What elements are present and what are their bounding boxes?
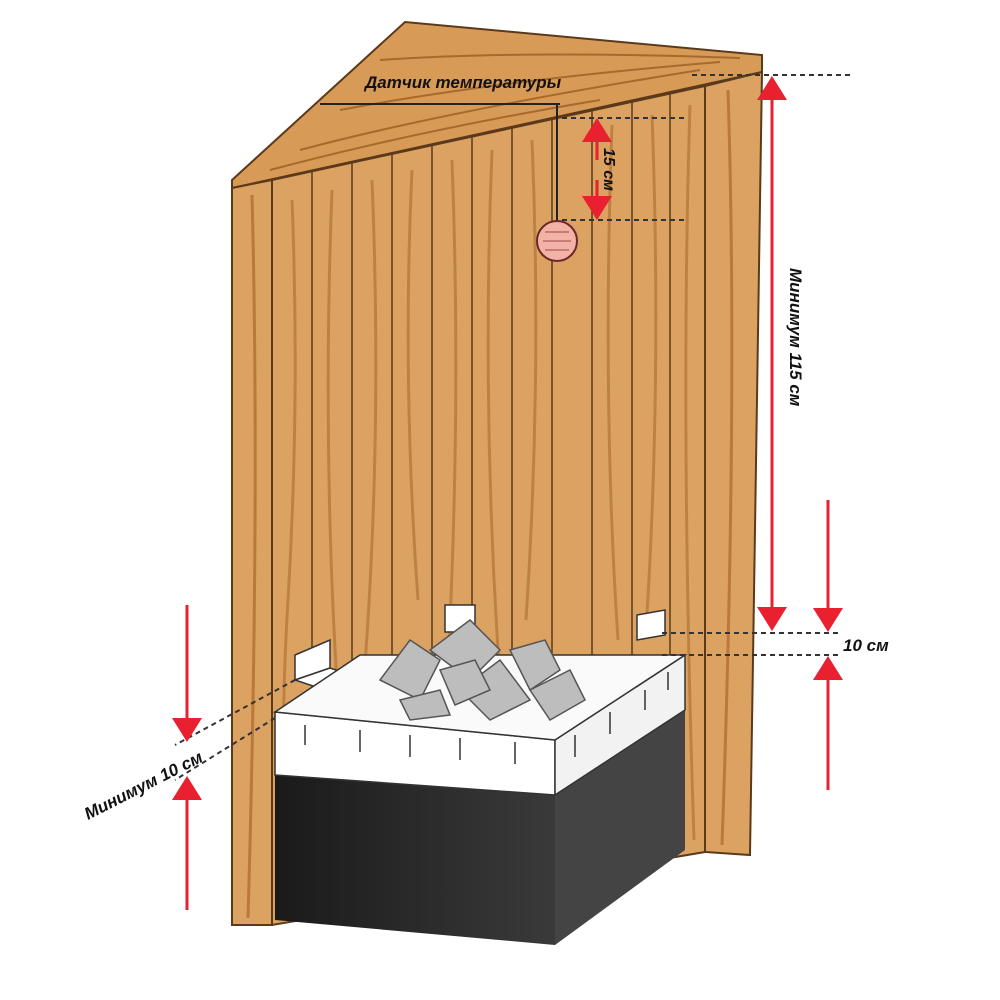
dimension-guides <box>174 74 852 781</box>
sauna-heater <box>272 619 688 945</box>
left-wall <box>231 178 273 926</box>
sensor-distance-label: 15 см <box>600 148 617 191</box>
dimension-arrows <box>172 76 843 910</box>
temperature-sensor <box>536 104 578 262</box>
ceiling-board <box>231 20 763 190</box>
stones <box>378 619 586 721</box>
side-gap-label: 10 см <box>843 636 889 655</box>
min-height-label: Минимум 115 см <box>786 268 805 407</box>
right-wall <box>704 70 764 857</box>
sensor-label: Датчик температуры <box>363 73 562 92</box>
